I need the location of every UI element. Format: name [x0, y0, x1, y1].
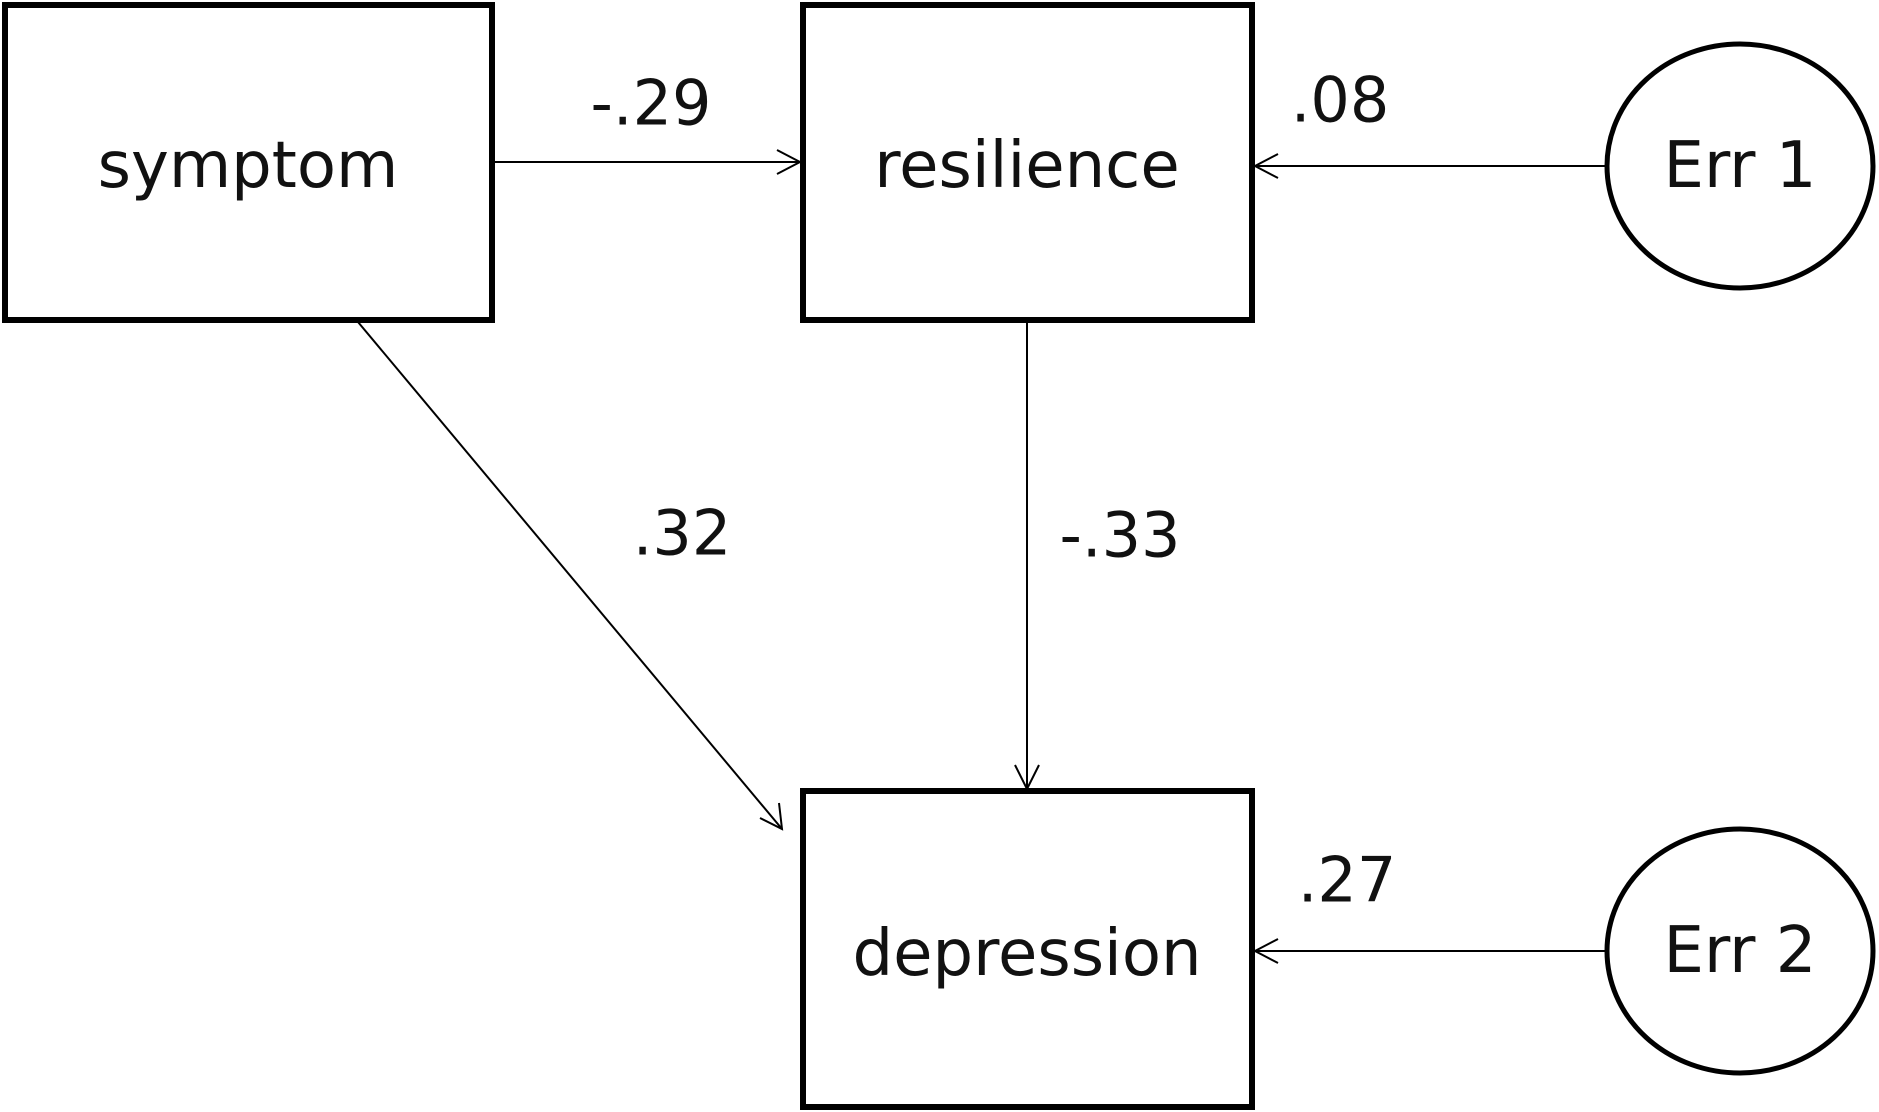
path-resilience-to-depression: -.33 [1014, 322, 1181, 792]
arrowhead-resilience-right [1252, 153, 1279, 179]
path-symptom-to-depression: .32 [357, 321, 784, 831]
coefficient-symptom-to-resilience: -.29 [591, 67, 712, 140]
coefficient-resilience-to-depression: -.33 [1060, 499, 1181, 572]
node-err1: Err 1 [1604, 41, 1876, 291]
node-symptom: symptom [2, 2, 495, 323]
arrowhead-depression-diagonal [759, 802, 784, 831]
node-err2-ellipse [1604, 826, 1876, 1076]
node-depression: depression [800, 788, 1255, 1110]
node-symptom-box [2, 2, 495, 323]
node-resilience: resilience [800, 2, 1255, 323]
arrowhead-resilience-left [776, 149, 803, 175]
node-resilience-label: resilience [874, 129, 1179, 203]
node-err2: Err 2 [1604, 826, 1876, 1076]
arrowhead-depression-top [1014, 764, 1040, 792]
path-symptom-to-depression-line [357, 321, 783, 830]
node-err1-label: Err 1 [1664, 129, 1817, 203]
path-err1-to-resilience: .08 [1252, 64, 1606, 179]
coefficient-symptom-to-depression: .32 [633, 497, 732, 570]
node-err1-ellipse [1604, 41, 1876, 291]
node-resilience-box [800, 2, 1255, 323]
arrowhead-depression-right [1252, 938, 1279, 964]
node-depression-label: depression [852, 917, 1201, 991]
coefficient-err2-to-depression: .27 [1298, 844, 1397, 917]
path-symptom-to-resilience: -.29 [494, 67, 803, 175]
node-err2-label: Err 2 [1664, 914, 1817, 988]
node-depression-box [800, 788, 1255, 1110]
path-err2-to-depression: .27 [1252, 844, 1606, 964]
coefficient-err1-to-resilience: .08 [1291, 64, 1390, 137]
node-symptom-label: symptom [98, 129, 399, 203]
